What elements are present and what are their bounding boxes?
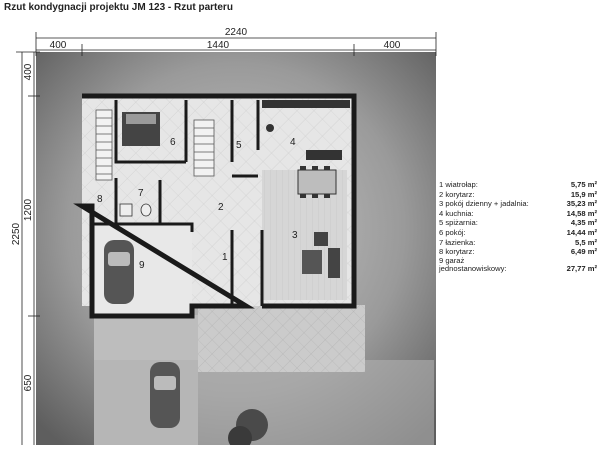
bathroom-fixtures: [119, 203, 152, 217]
legend-area: 35,23 m²: [566, 199, 597, 209]
dim-left-total: 2250: [11, 222, 22, 245]
legend-row: 2 korytarz: 15,9 m²: [439, 190, 597, 200]
legend-row: 4 kuchnia: 14,58 m²: [439, 209, 597, 219]
legend-area: 14,44 m²: [566, 227, 597, 237]
outer-walls: [73, 93, 357, 319]
legend-area: 4,35 m²: [570, 218, 597, 228]
dim-left-top: 400: [23, 63, 34, 80]
dim-top-left: 400: [50, 40, 67, 51]
legend-row: 5 spiżarnia: 4,35 m²: [439, 218, 597, 228]
dim-left-middle: 1200: [23, 198, 34, 221]
sofa-set: [302, 232, 340, 278]
room-number-4: 4: [290, 137, 296, 148]
dim-left-bottom: 650: [23, 374, 34, 391]
car-garage: [104, 240, 134, 304]
legend-area: 14,58 m²: [566, 208, 597, 218]
terrace: [198, 300, 365, 372]
legend-area: 15,9 m²: [570, 189, 597, 199]
legend-row: 9 garaż jednostanowiskowy: 27,77 m²: [439, 255, 597, 274]
interior-walls: [92, 100, 264, 306]
legend-label: 8 korytarz:: [439, 247, 475, 257]
legend-label: 2 korytarz:: [439, 189, 475, 199]
legend-area: 5,5 m²: [575, 237, 597, 247]
room-number-8: 8: [97, 194, 103, 205]
legend-label: 4 kuchnia:: [439, 208, 474, 218]
legend-row: 3 pokój dzienny + jadalnia: 35,23 m²: [439, 199, 597, 209]
legend-label: 3 pokój dzienny + jadalnia:: [439, 199, 529, 209]
car-driveway: [150, 362, 180, 428]
room-number-7: 7: [138, 188, 144, 199]
dim-top-total: 2240: [225, 27, 248, 38]
room-number-5: 5: [236, 140, 242, 151]
room-number-6: 6: [170, 137, 176, 148]
legend-label: 9 garaż jednostanowiskowy:: [439, 255, 507, 274]
legend-area: 6,49 m²: [570, 247, 597, 257]
stairs: [95, 109, 215, 181]
legend-label: 5 spiżarnia:: [439, 218, 478, 228]
legend-area: 5,75 m²: [570, 180, 597, 189]
room-number-9: 9: [139, 260, 145, 271]
legend-row: 8 korytarz: 6,49 m²: [439, 247, 597, 257]
page-title: Rzut kondygnacji projektu JM 123 - Rzut …: [4, 2, 233, 13]
legend-label: 6 pokój:: [439, 227, 466, 237]
dimension-lines: [16, 32, 437, 445]
legend-row: 6 pokój: 14,44 m²: [439, 228, 597, 238]
room-legend: 1 wiatrołap: 5,75 m² 2 korytarz: 15,9 m²…: [439, 180, 597, 274]
legend-area: 27,77 m²: [566, 264, 597, 274]
kitchen: [262, 100, 350, 160]
dim-top-right: 400: [384, 40, 401, 51]
room-number-1: 1: [222, 252, 228, 263]
legend-row: 7 łazienka: 5,5 m²: [439, 238, 597, 248]
dim-top-middle: 1440: [207, 40, 230, 51]
room-number-2: 2: [218, 202, 224, 213]
dining-table: [297, 166, 337, 198]
legend-row: 1 wiatrołap: 5,75 m²: [439, 180, 597, 190]
legend-label: 1 wiatrołap:: [439, 180, 478, 189]
room-number-3: 3: [292, 230, 298, 241]
legend-label: 7 łazienka:: [439, 237, 476, 247]
bed: [122, 112, 160, 146]
